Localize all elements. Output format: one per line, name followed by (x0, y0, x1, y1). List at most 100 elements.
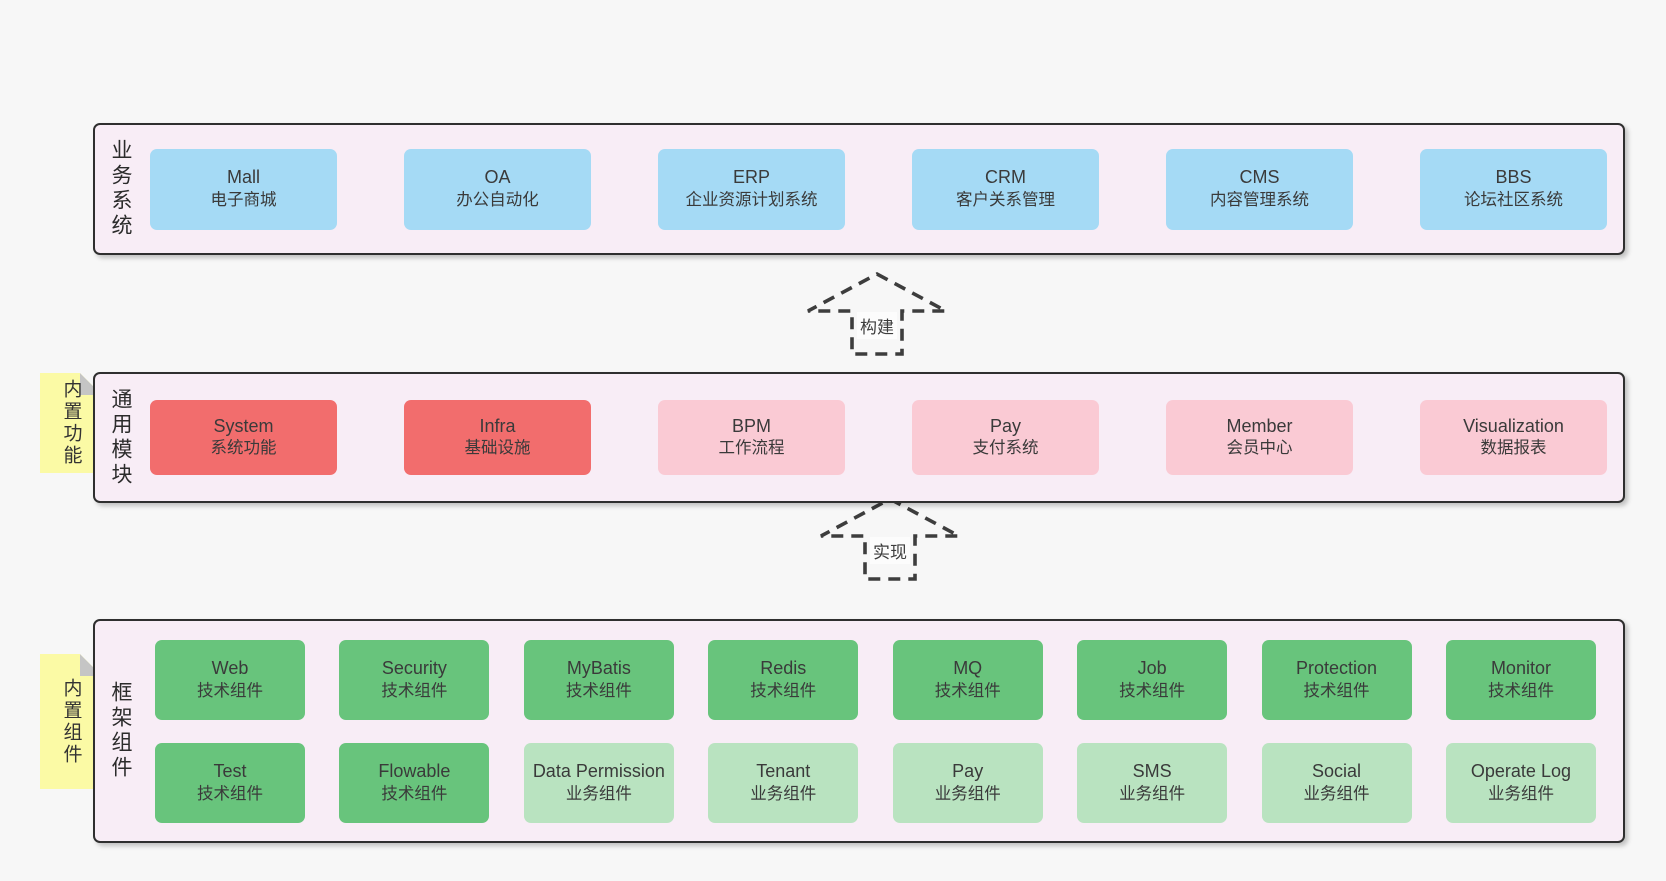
module-name: CMS (1239, 167, 1280, 188)
module-box-pay: Pay 支付系统 (912, 400, 1099, 475)
module-box-protection: Protection 技术组件 (1261, 640, 1412, 720)
module-box-erp: ERP 企业资源计划系统 (658, 148, 845, 230)
module-desc: 基础设施 (464, 439, 531, 458)
module-box-cms: CMS 内容管理系统 (1166, 148, 1353, 230)
module-name: CRM (985, 167, 1026, 188)
module-box-oa: OA 办公自动化 (404, 148, 591, 230)
module-box-tenant: Tenant 业务组件 (708, 743, 859, 823)
sticky-note-built-in-features: 内置功能 (40, 373, 102, 473)
up-arrow-icon (807, 271, 947, 356)
module-box-crm: CRM 客户关系管理 (912, 148, 1099, 230)
module-desc: 技术组件 (934, 681, 1001, 700)
module-box-member: Member 会员中心 (1166, 400, 1353, 475)
module-name: Member (1226, 415, 1293, 436)
module-name: OA (484, 167, 511, 188)
module-desc: 技术组件 (750, 681, 817, 700)
module-desc: 技术组件 (1119, 681, 1186, 700)
module-desc: 技术组件 (381, 681, 448, 700)
module-desc: 技术组件 (197, 681, 263, 700)
module-name: MQ (953, 658, 983, 679)
module-box-redis: Redis 技术组件 (708, 640, 859, 720)
module-box-pay: Pay 业务组件 (892, 743, 1043, 823)
module-name: BPM (731, 415, 771, 436)
module-row: System 系统功能 Infra 基础设施 BPM 工作流程 Pay 支付系统 Member 会… (150, 374, 1607, 501)
module-name: ERP (732, 167, 770, 188)
module-desc: 内容管理系统 (1210, 190, 1309, 209)
module-desc: 会员中心 (1226, 439, 1293, 458)
module-name: Pay (952, 761, 984, 782)
module-name: BBS (1495, 167, 1532, 188)
module-desc: 客户关系管理 (956, 190, 1055, 209)
band-common-modules: 通用模块 System 系统功能 Infra 基础设施 BPM 工作流程 Pay 支付系统 Me… (93, 372, 1625, 503)
module-name: Social (1312, 761, 1362, 782)
dashed-up-arrow-implement: 实现 (819, 496, 961, 581)
up-arrow-icon (820, 496, 960, 581)
module-name: Visualization (1463, 415, 1564, 436)
module-box-bbs: BBS 论坛社区系统 (1420, 148, 1607, 230)
module-desc: 支付系统 (972, 439, 1039, 458)
sticky-note-label: 内置功能 (60, 379, 82, 467)
module-desc: 业务组件 (934, 784, 1001, 803)
module-desc: 技术组件 (1303, 681, 1370, 700)
module-name: Redis (760, 658, 807, 679)
module-box-data-permission: Data Permission 业务组件 (523, 743, 674, 823)
module-box-visualization: Visualization 数据报表 (1420, 400, 1607, 475)
module-name: Web (211, 658, 249, 679)
module-name: Protection (1296, 658, 1378, 679)
module-desc: 业务组件 (1119, 784, 1186, 803)
module-box-system: System 系统功能 (150, 400, 337, 475)
module-box-job: Job 技术组件 (1077, 640, 1228, 720)
module-name: Operate Log (1470, 761, 1571, 782)
module-desc: 技术组件 (565, 681, 632, 700)
module-desc: 技术组件 (381, 784, 448, 803)
module-box-monitor: Monitor 技术组件 (1445, 640, 1596, 720)
module-desc: 业务组件 (1487, 784, 1554, 803)
module-box-mq: MQ 技术组件 (892, 640, 1043, 720)
dashed-up-arrow-build: 构建 (806, 271, 948, 356)
module-name: Data Permission (532, 761, 665, 782)
band-label: 通用模块 (109, 387, 132, 488)
module-name: Monitor (1490, 658, 1551, 679)
module-desc: 技术组件 (1487, 681, 1554, 700)
sticky-note-label: 内置组件 (60, 677, 82, 766)
module-name: Pay (989, 415, 1022, 436)
module-desc: 业务组件 (1303, 784, 1370, 803)
module-name: Flowable (378, 761, 451, 782)
band-label: 框架组件 (109, 681, 132, 781)
band-label: 业务系统 (109, 139, 132, 239)
module-desc: 论坛社区系统 (1464, 190, 1563, 209)
module-box-bpm: BPM 工作流程 (658, 400, 845, 475)
module-desc: 业务组件 (565, 784, 632, 803)
module-box-social: Social 业务组件 (1261, 743, 1412, 823)
module-desc: 数据报表 (1480, 439, 1547, 458)
module-name: Infra (479, 415, 516, 436)
module-desc: 技术组件 (197, 784, 263, 803)
module-desc: 工作流程 (718, 439, 785, 458)
module-desc: 办公自动化 (456, 190, 539, 209)
module-desc: 系统功能 (210, 439, 277, 458)
module-name: Tenant (756, 761, 811, 782)
module-box-mybatis: MyBatis 技术组件 (523, 640, 674, 720)
module-box-infra: Infra 基础设施 (404, 400, 591, 475)
module-name: MyBatis (566, 658, 631, 679)
module-desc: 业务组件 (750, 784, 817, 803)
module-box-operate-log: Operate Log 业务组件 (1445, 743, 1596, 823)
module-name: Job (1137, 658, 1167, 679)
module-box-web: Web 技术组件 (155, 640, 305, 720)
module-desc: 电子商城 (210, 190, 277, 209)
module-box-flowable: Flowable 技术组件 (339, 743, 490, 823)
module-desc: 企业资源计划系统 (685, 190, 818, 209)
arrow-label: 实现 (870, 537, 910, 564)
module-name: System (213, 415, 274, 436)
module-name: SMS (1132, 761, 1172, 782)
